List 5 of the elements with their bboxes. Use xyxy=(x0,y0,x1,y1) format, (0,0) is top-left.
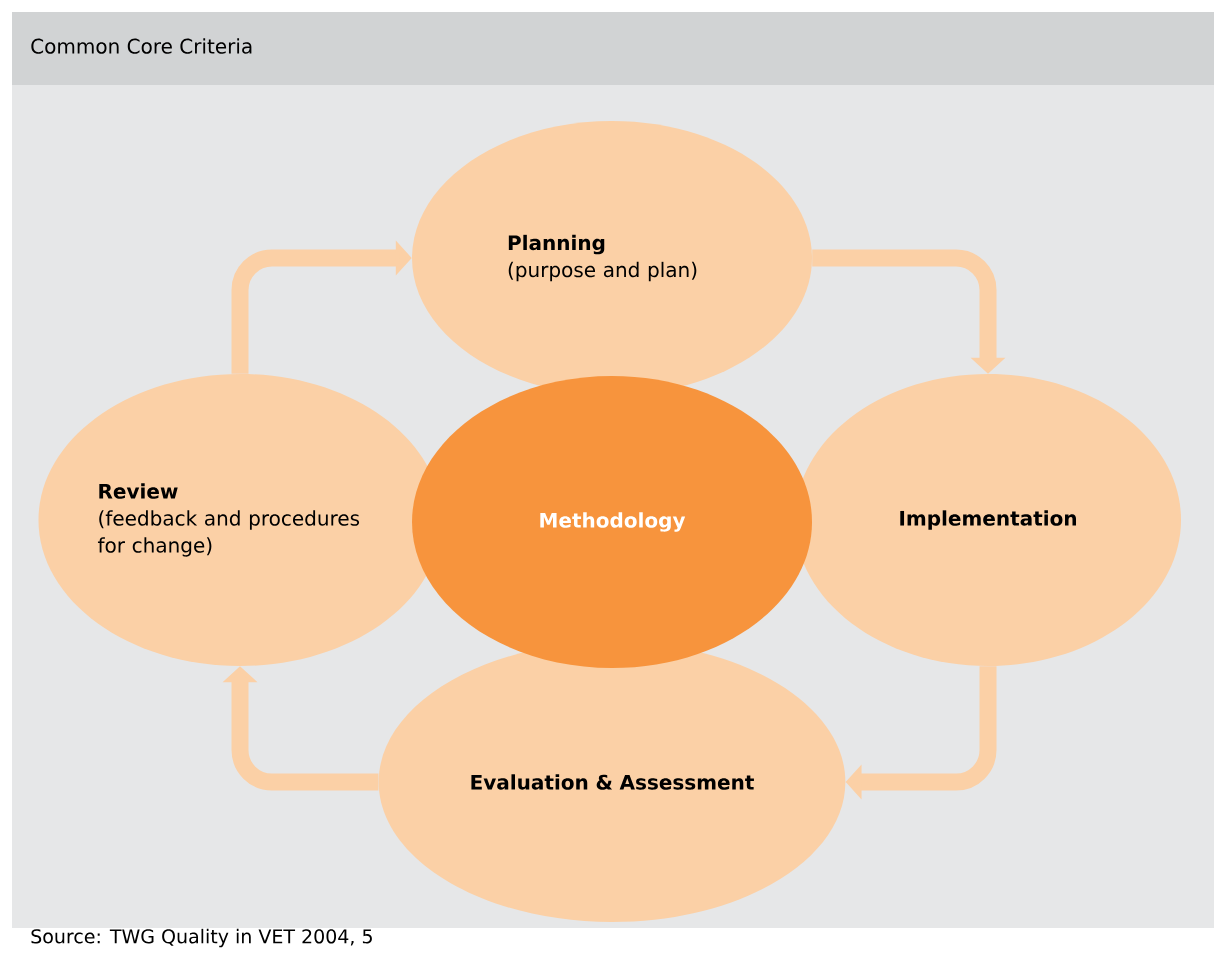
header-band: Common Core Criteria xyxy=(12,12,1214,85)
cycle-arrow xyxy=(812,249,1006,374)
cycle-arrow xyxy=(222,666,379,791)
source-note: Source: TWG Quality in VET 2004, 5 xyxy=(31,928,372,948)
cycle-arrow xyxy=(231,240,412,374)
